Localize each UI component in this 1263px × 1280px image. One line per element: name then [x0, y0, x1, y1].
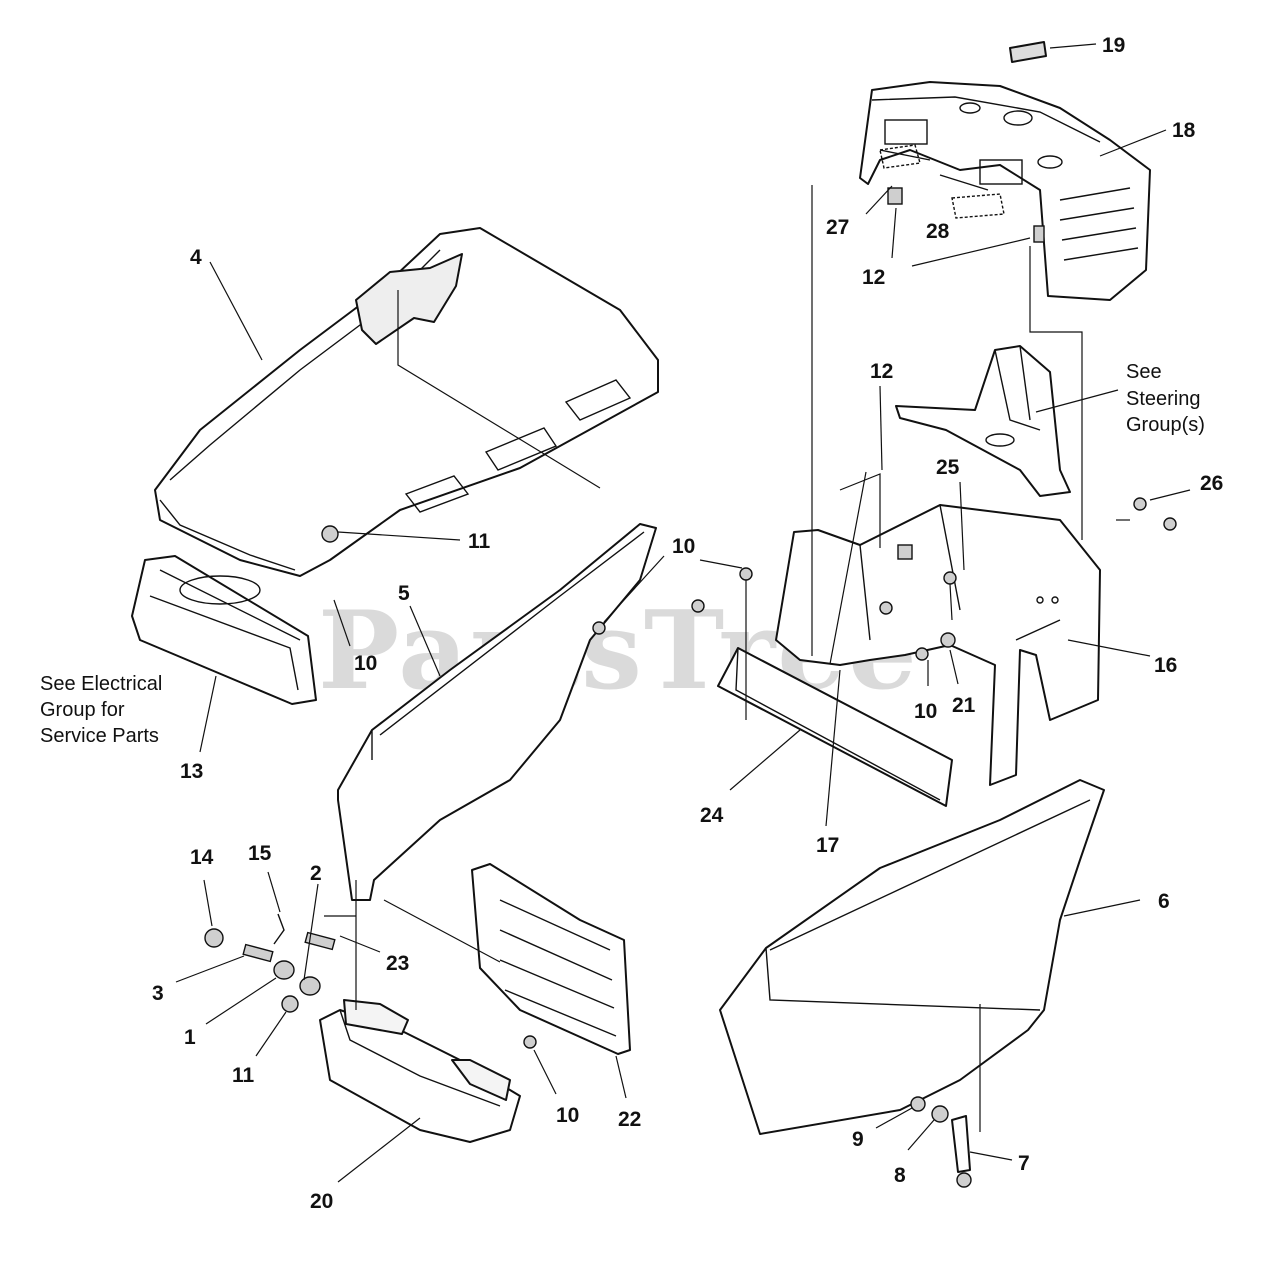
callout-labels: 19 18 27 28 12 4 12 25 26 11 10 5 10 16 …: [152, 34, 1223, 1213]
part-5-side-panel-left: [337, 523, 657, 901]
hardware-fasteners-center: [691, 185, 1177, 720]
steering-support: [895, 345, 1071, 497]
callout-20: 20: [310, 1190, 333, 1213]
part-16-dash-support: [775, 504, 1101, 786]
callout-10-hood: 10: [354, 652, 377, 675]
electrical-note-line-1: See Electrical: [40, 673, 162, 695]
callout-17: 17: [816, 834, 839, 857]
part-28-decal: [951, 193, 1005, 219]
callout-10-grille: 10: [556, 1104, 579, 1127]
steering-group-note: See Steering Group(s): [1126, 361, 1205, 436]
part-12-clip-upper: [887, 187, 1045, 243]
callout-9: 9: [852, 1128, 864, 1151]
callout-27: 27: [826, 216, 849, 239]
callout-10-frame: 10: [914, 700, 937, 723]
callout-19: 19: [1102, 34, 1125, 57]
callout-6: 6: [1158, 890, 1170, 913]
steering-note-line-3: Group(s): [1126, 414, 1205, 436]
callout-26: 26: [1200, 472, 1223, 495]
callout-7: 7: [1018, 1152, 1030, 1175]
part-20-front-bumper: [319, 999, 521, 1143]
leader-lines: [175, 43, 1191, 1183]
callout-12-upper: 12: [862, 266, 885, 289]
callout-1: 1: [184, 1026, 196, 1049]
callout-3: 3: [152, 982, 164, 1005]
callout-24: 24: [700, 804, 724, 827]
callout-11-bumper: 11: [232, 1064, 255, 1087]
callout-12-middle: 12: [870, 360, 893, 383]
callout-8: 8: [894, 1164, 906, 1187]
part-6-side-panel-right: [719, 779, 1105, 1135]
callout-28: 28: [926, 220, 950, 243]
electrical-note-line-3: Service Parts: [40, 725, 159, 747]
callout-4: 4: [190, 246, 202, 269]
hardware-8-9: [910, 1096, 949, 1123]
part-4-hood: [154, 227, 659, 577]
callout-15: 15: [248, 842, 272, 865]
callout-21: 21: [952, 694, 976, 717]
part-19-decal: [1009, 41, 1047, 63]
callout-11-hood: 11: [468, 530, 491, 553]
hardware-bumper-fasteners: [204, 880, 501, 1013]
callout-16: 16: [1154, 654, 1177, 677]
electrical-note-line-2: Group for: [40, 699, 125, 721]
callout-13: 13: [180, 760, 203, 783]
steering-note-line-1: See: [1126, 361, 1162, 383]
part-13-headlight-lens: [131, 555, 317, 705]
callout-18: 18: [1172, 119, 1196, 142]
electrical-group-note: See Electrical Group for Service Parts: [40, 673, 162, 747]
callout-23: 23: [386, 952, 409, 975]
callout-2: 2: [310, 862, 322, 885]
callout-25: 25: [936, 456, 960, 479]
callout-5: 5: [398, 582, 410, 605]
callout-10-panel: 10: [672, 535, 695, 558]
part-7-latch-bracket: [951, 1115, 972, 1188]
callout-14: 14: [190, 846, 214, 869]
part-22-grille: [471, 863, 631, 1055]
callout-22: 22: [618, 1108, 641, 1131]
part-18-dash-panel: [859, 81, 1151, 301]
steering-note-line-2: Steering: [1126, 388, 1201, 410]
part-27-decal: [879, 144, 921, 169]
